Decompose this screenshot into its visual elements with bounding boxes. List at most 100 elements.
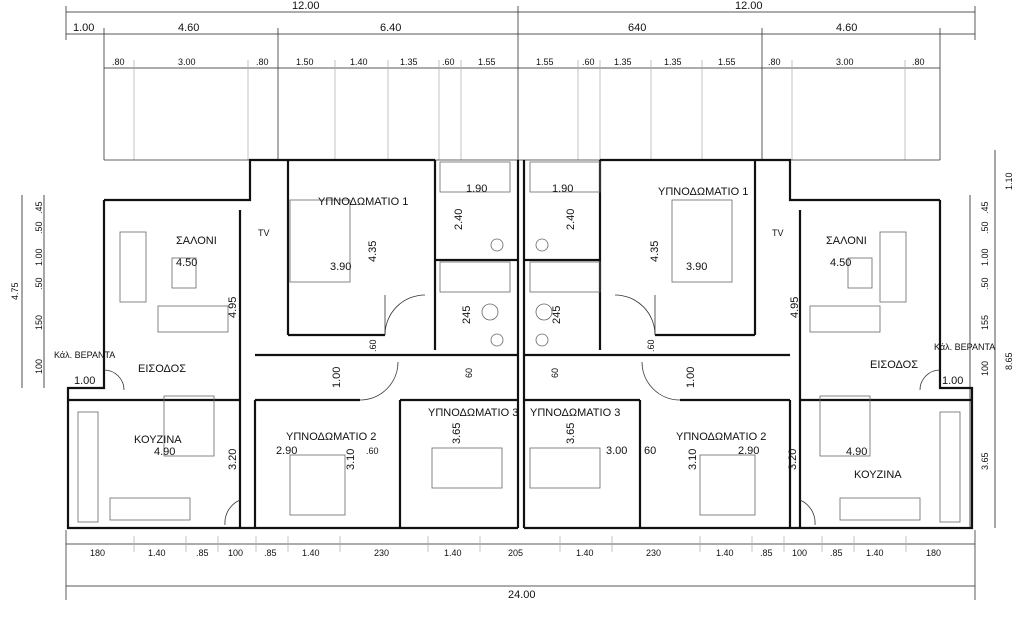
dim-label: 3.65 bbox=[565, 423, 577, 444]
dim-label: 3.65 bbox=[451, 423, 463, 444]
dim-label: 4.90 bbox=[846, 446, 867, 458]
dim-label: .85 bbox=[760, 548, 773, 558]
dim-label: .80 bbox=[256, 57, 269, 67]
dim-label: 3.90 bbox=[330, 261, 351, 273]
dim-label: .80 bbox=[912, 57, 925, 67]
room-kitchen-left: ΚΟΥΖΙΝΑ bbox=[134, 434, 182, 446]
room-bed1-right: ΥΠΝΟΔΩΜΑΤΙΟ 1 bbox=[658, 186, 748, 198]
dim-label: .60 bbox=[646, 339, 656, 352]
dim-label: 3.00 bbox=[836, 57, 854, 67]
room-bed2-left: ΥΠΝΟΔΩΜΑΤΙΟ 2 bbox=[286, 431, 376, 443]
dim-label: 640 bbox=[628, 22, 646, 34]
dim-label: 4.75 bbox=[10, 282, 20, 300]
dim-label: 1.00 bbox=[685, 367, 697, 388]
interior-walls bbox=[68, 160, 972, 528]
dim-label: .50 bbox=[34, 221, 44, 234]
dim-label: 180 bbox=[926, 548, 941, 558]
room-entrance-right: ΕΙΣΟΔΟΣ bbox=[870, 359, 918, 371]
room-bed3-right: ΥΠΝΟΔΩΜΑΤΙΟ 3 bbox=[530, 407, 620, 419]
dim-label: .50 bbox=[980, 277, 990, 290]
dim-label: .60 bbox=[368, 339, 378, 352]
door-swings bbox=[103, 294, 941, 526]
room-living-right: ΣΑΛΟΝΙ bbox=[826, 235, 867, 247]
dim-label: 4.50 bbox=[176, 257, 197, 269]
dim-label: 4.35 bbox=[367, 241, 379, 262]
dim-label: 155 bbox=[980, 315, 990, 330]
dim-label: 4.60 bbox=[178, 22, 199, 34]
side-labels: 4.75 .45 .50 1.00 .50 150 100 8.65 1.10 … bbox=[10, 172, 1014, 470]
dim-label: 1.90 bbox=[552, 183, 573, 195]
dim-label: 4.35 bbox=[649, 241, 661, 262]
dim-label: 1.40 bbox=[148, 548, 166, 558]
dim-label: 4.95 bbox=[227, 297, 239, 318]
dim-label: 4.95 bbox=[789, 297, 801, 318]
dim-label: 1.55 bbox=[478, 57, 496, 67]
dim-label: 3.00 bbox=[606, 445, 627, 457]
dim-label: .80 bbox=[768, 57, 781, 67]
bottom-dimension-lines bbox=[65, 530, 976, 600]
dim-label: 2.40 bbox=[565, 209, 577, 230]
dim-label: 1.00 bbox=[74, 375, 95, 387]
dim-label: 1.00 bbox=[34, 248, 44, 266]
dim-label: 1.00 bbox=[980, 248, 990, 266]
dim-label: .60 bbox=[582, 57, 595, 67]
dim-label: 1.10 bbox=[1004, 172, 1014, 190]
dim-label: .85 bbox=[264, 548, 277, 558]
dim-label: 100 bbox=[34, 359, 44, 374]
dim-label: 1.40 bbox=[716, 548, 734, 558]
room-bed3-left: ΥΠΝΟΔΩΜΑΤΙΟ 3 bbox=[428, 407, 518, 419]
dim-label: 180 bbox=[90, 548, 105, 558]
dim-label: 245 bbox=[461, 306, 473, 324]
dim-label: 3.10 bbox=[687, 449, 699, 470]
dim-label: 2.90 bbox=[276, 445, 297, 457]
exterior-walls bbox=[66, 158, 974, 530]
tv-label-right: TV bbox=[772, 228, 784, 238]
side-dimension-lines bbox=[21, 150, 996, 528]
dim-label: 1.40 bbox=[302, 548, 320, 558]
dim-label: .60 bbox=[366, 446, 379, 456]
dim-label: .50 bbox=[980, 221, 990, 234]
dim-label: 8.65 bbox=[1004, 352, 1014, 370]
dim-label: 1.35 bbox=[614, 57, 632, 67]
dim-label: 3.00 bbox=[178, 57, 196, 67]
dim-label: 205 bbox=[508, 548, 523, 558]
dim-label: 3.90 bbox=[686, 261, 707, 273]
dim-label: .50 bbox=[34, 277, 44, 290]
room-veranda-right: Κάλ. ΒΕΡΑΝΤΑ bbox=[934, 342, 995, 352]
dim-label: .45 bbox=[980, 201, 990, 214]
room-bed1-left: ΥΠΝΟΔΩΜΑΤΙΟ 1 bbox=[318, 196, 408, 208]
dim-label: 2.40 bbox=[453, 209, 465, 230]
dim-label: 1.40 bbox=[350, 57, 368, 67]
dim-label: 3.20 bbox=[787, 449, 799, 470]
dim-label: 230 bbox=[374, 548, 389, 558]
room-bed2-right: ΥΠΝΟΔΩΜΑΤΙΟ 2 bbox=[676, 431, 766, 443]
dim-label: 1.55 bbox=[718, 57, 736, 67]
dim-label: 1.35 bbox=[664, 57, 682, 67]
dim-label: 100 bbox=[792, 548, 807, 558]
dim-label: .85 bbox=[196, 548, 209, 558]
top-labels: 12.00 12.00 1.00 4.60 6.40 640 4.60 .80 … bbox=[73, 0, 925, 67]
dim-label: 100 bbox=[980, 361, 990, 376]
dim-label: 4.50 bbox=[830, 257, 851, 269]
total-width-label: 24.00 bbox=[508, 589, 536, 601]
dim-label: 1.35 bbox=[400, 57, 418, 67]
dim-label: 1.00 bbox=[942, 375, 963, 387]
dim-label: 2.90 bbox=[738, 445, 759, 457]
dim-label: 60 bbox=[464, 368, 474, 378]
dim-label: 1.50 bbox=[296, 57, 314, 67]
dim-label: 1.40 bbox=[866, 548, 884, 558]
dim-label: 6.40 bbox=[380, 22, 401, 34]
inner-dimension-labels: 4.50 4.50 4.95 4.95 3.90 3.90 4.35 4.35 … bbox=[74, 183, 963, 470]
room-living-left: ΣΑΛΟΝΙ bbox=[176, 235, 217, 247]
dim-label: .45 bbox=[34, 201, 44, 214]
room-kitchen-right: ΚΟΥΖΙΝΑ bbox=[854, 469, 902, 481]
dim-label: 60 bbox=[550, 368, 560, 378]
dim-label: .60 bbox=[442, 57, 455, 67]
dim-label: 3.20 bbox=[227, 449, 239, 470]
dim-label: 4.90 bbox=[154, 446, 175, 458]
dim-label: 100 bbox=[228, 548, 243, 558]
bottom-labels: 180 1.40 .85 100 .85 1.40 230 1.40 205 1… bbox=[90, 548, 941, 601]
tv-label-left: TV bbox=[258, 228, 270, 238]
dim-label: 150 bbox=[34, 315, 44, 330]
dim-label: 1.55 bbox=[536, 57, 554, 67]
